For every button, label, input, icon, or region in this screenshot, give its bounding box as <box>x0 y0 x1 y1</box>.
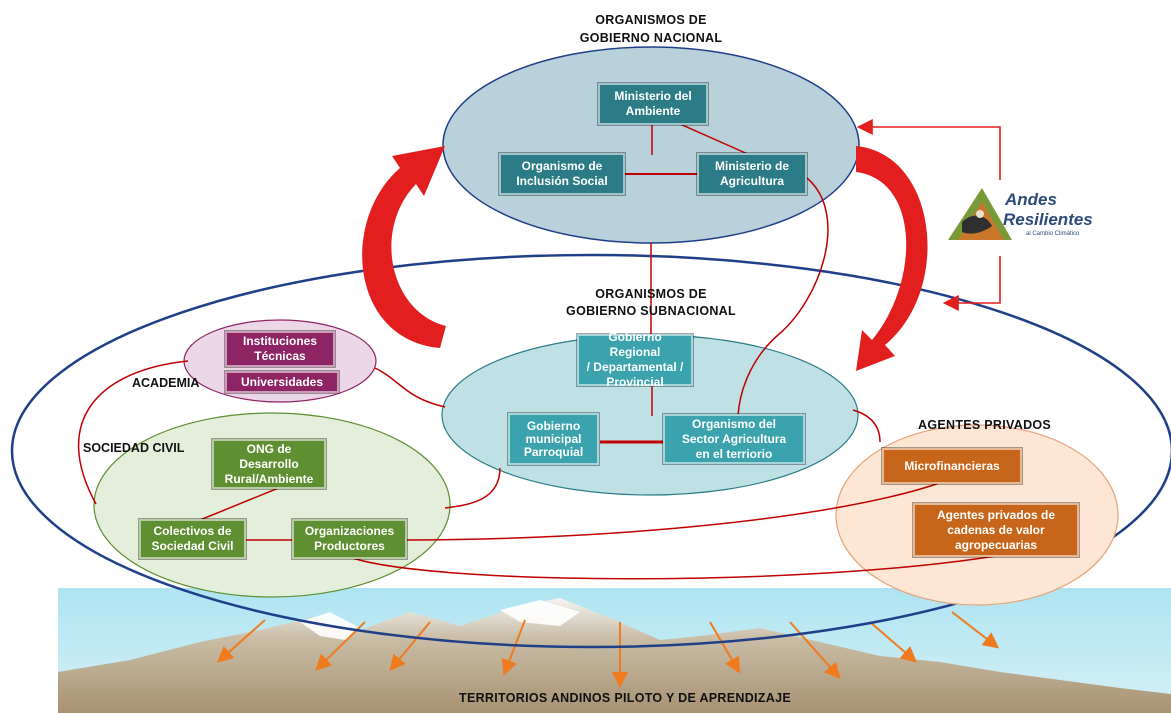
territory-ellipse <box>10 253 1171 649</box>
colectivos-box: Colectivos de Sociedad Civil <box>139 519 246 559</box>
ministerio-ambiente-box: Ministerio del Ambiente <box>598 83 708 125</box>
gobierno-regional-box: Gobierno Regional / Departamental / Prov… <box>577 330 693 389</box>
left-cycle-arrow <box>362 146 446 348</box>
subnational-title: ORGANISMOS DE GOBIERNO SUBNACIONAL <box>566 287 736 318</box>
territory-arrows <box>217 611 1000 688</box>
logo-line2: Resilientes <box>1003 210 1093 229</box>
civil-society-title: SOCIEDAD CIVIL <box>83 441 185 455</box>
microfinancieras-box: Microfinancieras <box>882 448 1022 484</box>
universidades-box: Universidades <box>225 371 339 393</box>
inclusion-social-box: Organismo de Inclusión Social <box>499 153 625 195</box>
ministerio-agricultura-box: Ministerio de Agricultura <box>697 153 807 195</box>
ong-desarrollo-box: ONG de Desarrollo Rural/Ambiente <box>212 439 326 489</box>
logo-tagline: al Cambio Climático <box>1026 231 1080 237</box>
national-ellipse <box>442 46 860 244</box>
territory-title: TERRITORIOS ANDINOS PILOTO Y DE APRENDIZ… <box>459 691 791 705</box>
organizaciones-productores-box: Organizaciones Productores <box>292 519 407 559</box>
instituciones-tecnicas-box: Instituciones Técnicas <box>225 331 335 367</box>
cadenas-valor-box: Agentes privados de cadenas de valor agr… <box>913 503 1079 557</box>
logo-feedback-arrows <box>856 119 1001 311</box>
right-cycle-arrow <box>856 146 928 371</box>
private-agents-title: AGENTES PRIVADOS <box>918 418 1052 432</box>
sector-agricultura-box: Organismo del Sector Agricultura en el t… <box>663 414 805 464</box>
academia-title: ACADEMIA <box>132 376 200 390</box>
national-title: ORGANISMOS DE GOBIERNO NACIONAL <box>579 13 723 45</box>
logo-line1: Andes <box>1005 190 1057 209</box>
cycle-arrows <box>362 146 928 371</box>
gobierno-parroquial-box: Gobierno municipal Parroquial <box>508 413 599 465</box>
connector-lines <box>77 123 1003 580</box>
andes-resilientes-logo-mark <box>948 188 1012 240</box>
